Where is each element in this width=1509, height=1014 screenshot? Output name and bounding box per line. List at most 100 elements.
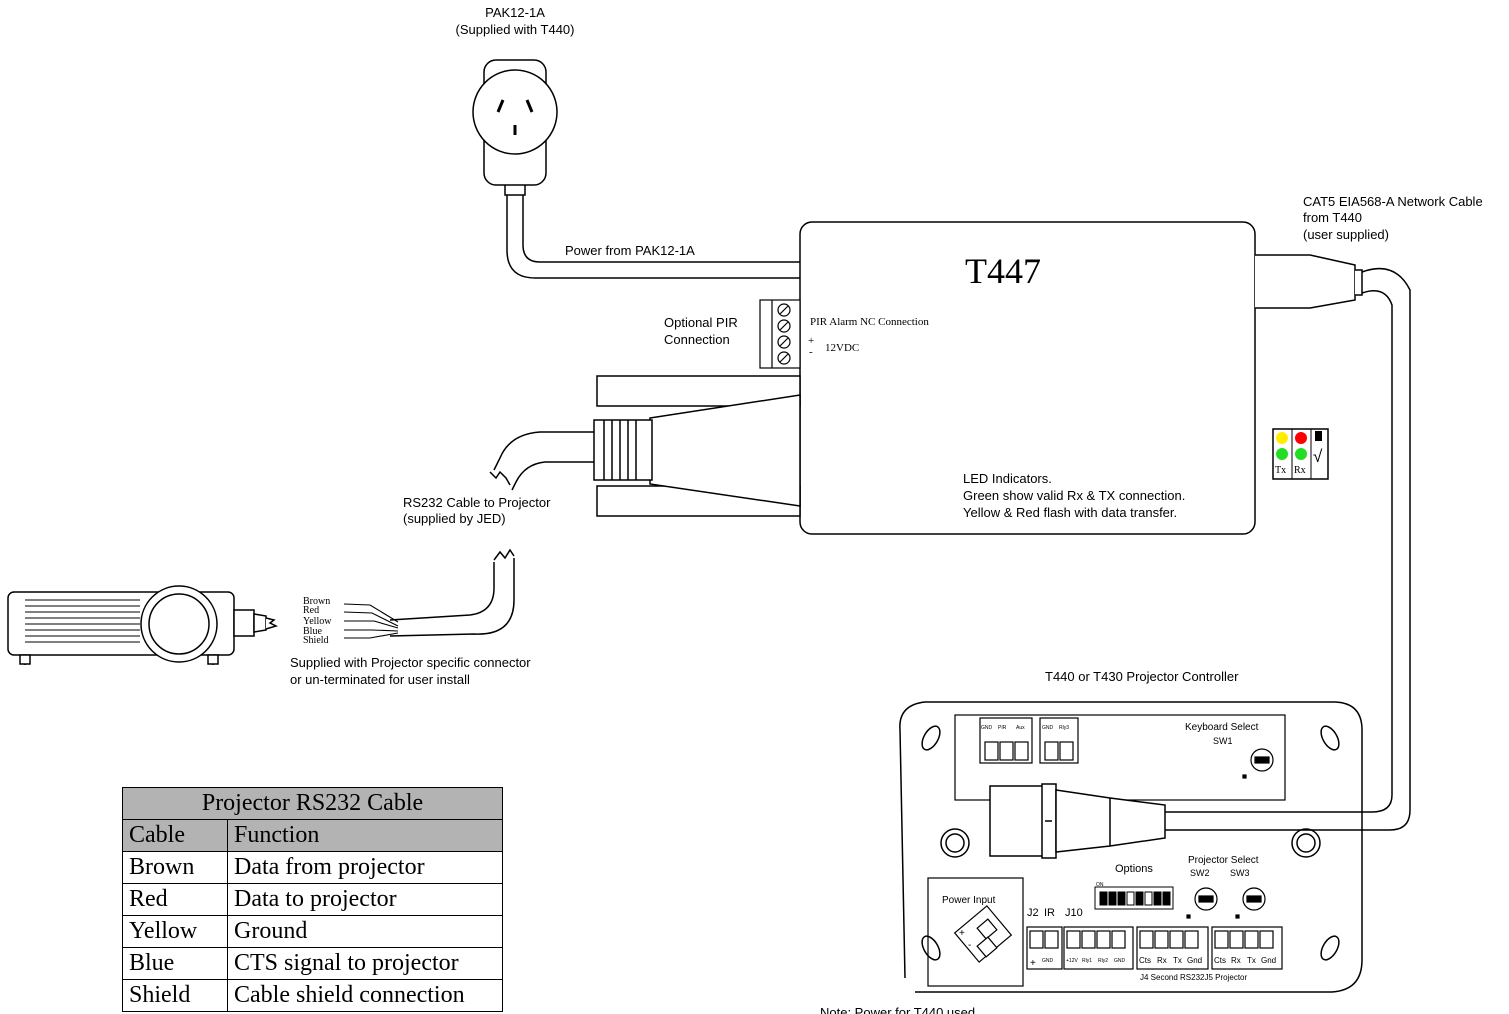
pir-alarm-label: PIR Alarm NC Connection [810,316,929,328]
network-connector [1255,254,1363,309]
wire-yellow: Yellow [303,616,332,627]
table-row: Brown Data from projector [122,851,503,884]
controller-title: T440 or T430 Projector Controller [1045,669,1239,684]
minus-sign: - [809,346,813,358]
table-cell-cable: Red [122,883,228,916]
dip-on-label: ON [1096,882,1104,888]
cable-plug-icon [1315,431,1322,441]
check-icon: √ [1313,447,1323,466]
j10-pin-1: +12V [1066,958,1078,964]
led-note-2: Green show valid Rx & TX connection. [963,488,1185,503]
top-pin-rly3: Rly3 [1059,725,1069,731]
led-red-icon [1295,432,1307,444]
j2-plus: + [1030,958,1036,969]
j5-pin-3: Tx [1247,956,1256,965]
j2-gnd: GND [1042,958,1054,964]
rs232-cable-top [489,431,594,491]
options-label: Options [1115,863,1153,875]
projector-select-label: Projector Select [1188,855,1259,866]
rs232-label-1: RS232 Cable to Projector [403,495,551,510]
wire-blue: Blue [303,626,322,637]
table-row: Shield Cable shield connection [122,979,503,1012]
led-note-3: Yellow & Red flash with data transfer. [963,505,1177,520]
dip-switch[interactable] [1094,886,1174,910]
rs232-cable-table: Projector RS232 Cable Cable Function Bro… [122,787,503,1012]
top-pin-gnd: GND [981,725,993,731]
led-note-1: LED Indicators. [963,471,1052,486]
projector-note-1: Supplied with Projector specific connect… [290,655,531,670]
rs232-connector [593,375,801,517]
j4-pin-1: Cts [1139,956,1151,965]
plus-sign: + [808,335,814,347]
power-cable [506,195,800,279]
top-pin-gnd-2: GND [1042,725,1054,731]
table-cell-cable: Blue [122,947,228,980]
pak-note: (Supplied with T440) [456,22,575,37]
pir-label-2: Connection [664,332,730,347]
table-cell-function: Data to projector [227,883,503,916]
table-row: Yellow Ground [122,915,503,948]
j10-pin-3: Rly2 [1098,958,1108,964]
t447-title: T447 [965,251,1041,291]
rs232-cable-bottom [389,548,515,637]
j4-pin-3: Tx [1173,956,1182,965]
table-header-function: Function [227,819,503,852]
rj45-connector [989,783,1166,859]
pir-terminal-block [759,299,801,369]
keyboard-rotary-switch[interactable] [1242,748,1274,779]
j5-pin-2: Rx [1231,956,1241,965]
j2-label: J2 [1027,907,1039,919]
led-green-tx-icon [1276,448,1288,460]
table-cell-cable: Yellow [122,915,228,948]
power-minus: - [968,940,971,951]
sw2-label: SW2 [1190,868,1210,878]
table-title: Projector RS232 Cable [122,787,503,820]
j5-pin-1: Cts [1214,956,1226,965]
bottom-terminal-blocks [1026,926,1283,970]
j10-pin-2: Rly1 [1082,958,1092,964]
ir-label: IR [1044,907,1055,919]
j4-pin-4: Gnd [1187,956,1202,965]
sw3-label: SW3 [1230,868,1250,878]
j4-pin-2: Rx [1157,956,1167,965]
table-cell-function: Cable shield connection [227,979,503,1012]
sw1-label: SW1 [1213,736,1233,746]
top-terminal-blocks [979,717,1079,764]
table-header-cable: Cable [122,819,228,852]
keyboard-select-label: Keyboard Select [1185,722,1259,733]
top-pin-pir: PIR [998,725,1007,731]
network-cable [1165,267,1411,831]
pir-label-1: Optional PIR [664,315,738,330]
controller-footnote: Note: Power for T440 used [820,1005,975,1014]
led-indicator-panel: Tx Rx √ [1272,428,1329,480]
table-cell-cable: Brown [122,851,228,884]
j10-pin-4: GND [1114,958,1126,964]
table-cell-function: CTS signal to projector [227,947,503,980]
table-cell-cable: Shield [122,979,228,1012]
table-row: Blue CTS signal to projector [122,947,503,980]
table-row: Red Data to projector [122,883,503,916]
wire-shield: Shield [303,635,329,646]
voltage-label: 12VDC [825,342,859,354]
projector-rotary-switches[interactable] [1186,887,1266,919]
power-plug-icon [472,59,558,196]
j5-pin-4: Gnd [1261,956,1276,965]
power-input-terminal [953,905,1013,963]
pak-title: PAK12-1A [485,5,545,20]
cat5-label-3: (user supplied) [1303,227,1389,242]
wire-brown: Brown [303,596,330,607]
wire-red: Red [303,605,319,616]
cat5-label-2: from T440 [1303,210,1362,225]
power-plus: + [959,928,965,939]
projector-icon [7,585,279,665]
led-rx-label: Rx [1294,465,1306,476]
cat5-label-1: CAT5 EIA568-A Network Cable [1303,194,1483,209]
serial-ports-label: J4 Second RS232J5 Projector [1140,973,1248,982]
projector-note-2: or un-terminated for user install [290,672,470,687]
rs232-label-2: (supplied by JED) [403,511,506,526]
power-cable-label: Power from PAK12-1A [565,243,695,258]
power-input-label: Power Input [942,895,996,906]
led-green-rx-icon [1295,448,1307,460]
table-cell-function: Ground [227,915,503,948]
